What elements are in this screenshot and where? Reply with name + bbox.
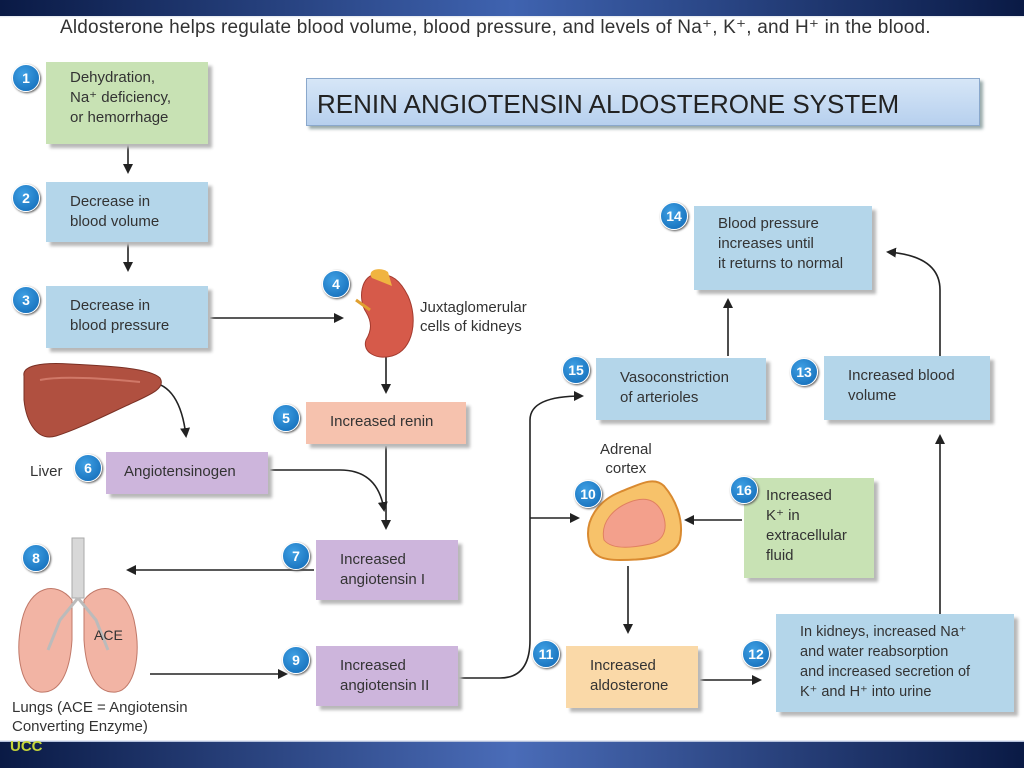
step-12-text: In kidneys, increased Na⁺ and water reab… [800,624,971,700]
lungs-icon [18,537,138,693]
step-4-label: Juxtaglomerular cells of kidneys [420,299,527,335]
step-13-text: Increased blood volume [848,367,955,404]
step-15-badge: 15 [562,356,590,384]
ace-label: ACE [94,627,123,643]
footer-strip [0,742,1024,768]
step-10-badge: 10 [574,480,602,508]
step-14-text: Blood pressure increases until it return… [718,215,844,272]
step-5-box: Increased renin [306,402,466,444]
step-11-badge: 11 [532,640,560,668]
step-16-box: Increased K⁺ in extracellular fluid [744,478,874,578]
step-7-box: Increased angiotensin I [316,540,458,600]
adrenal-cortex-label: Adrenal cortex [600,441,652,477]
step-1-badge: 1 [12,64,40,92]
step-8-label: Lungs (ACE = Angiotensin Converting Enzy… [12,699,188,735]
step-14-box: Blood pressure increases until it return… [694,206,872,290]
step-2-text: Decrease in blood volume [70,193,160,230]
arrow-13-14 [886,247,941,356]
step-14-badge: 14 [660,202,688,230]
step-1-text: Dehydration, Na⁺ deficiency, or hemorrha… [70,69,172,126]
arrow-9-15 [452,391,584,679]
step-7-text: Increased angiotensin I [340,551,426,588]
step-4-badge: 4 [322,270,350,298]
step-12-badge: 12 [742,640,770,668]
step-2-box: Decrease in blood volume [46,182,208,242]
step-12-box: In kidneys, increased Na⁺ and water reab… [776,614,1014,712]
step-9-box: Increased angiotensin II [316,646,458,706]
step-1-box: Dehydration, Na⁺ deficiency, or hemorrha… [46,62,208,144]
liver-label: Liver [30,463,63,480]
diagram-title: RENIN ANGIOTENSIN ALDOSTERONE SYSTEM [306,78,980,126]
adrenal-cortex-icon [587,480,682,562]
step-5-text: Increased renin [330,413,434,430]
step-5-badge: 5 [272,404,300,432]
step-6-text: Angiotensinogen [124,463,236,480]
step-15-box: Vasoconstriction of arterioles [596,358,766,420]
step-3-badge: 3 [12,286,40,314]
step-16-text: Increased K⁺ in extracellular fluid [766,487,847,564]
step-11-box: Increased aldosterone [566,646,698,708]
step-13-badge: 13 [790,358,818,386]
step-13-box: Increased blood volume [824,356,990,420]
liver-icon [23,363,162,438]
step-3-text: Decrease in blood pressure [70,297,170,334]
header-strip [0,0,1024,16]
step-11-text: Increased aldosterone [590,657,669,694]
arrow-6-7 [270,469,388,512]
footer-logo-text: UCC [10,738,43,755]
step-9-text: Increased angiotensin II [340,657,430,694]
step-3-box: Decrease in blood pressure [46,286,208,348]
step-9-badge: 9 [282,646,310,674]
step-15-text: Vasoconstriction of arterioles [620,369,729,406]
step-6-box: Angiotensinogen [106,452,268,494]
step-6-badge: 6 [74,454,102,482]
step-7-badge: 7 [282,542,310,570]
kidney-icon [355,269,414,358]
step-2-badge: 2 [12,184,40,212]
step-16-badge: 16 [730,476,758,504]
diagram-caption: Aldosterone helps regulate blood volume,… [60,17,931,38]
step-8-badge: 8 [22,544,50,572]
